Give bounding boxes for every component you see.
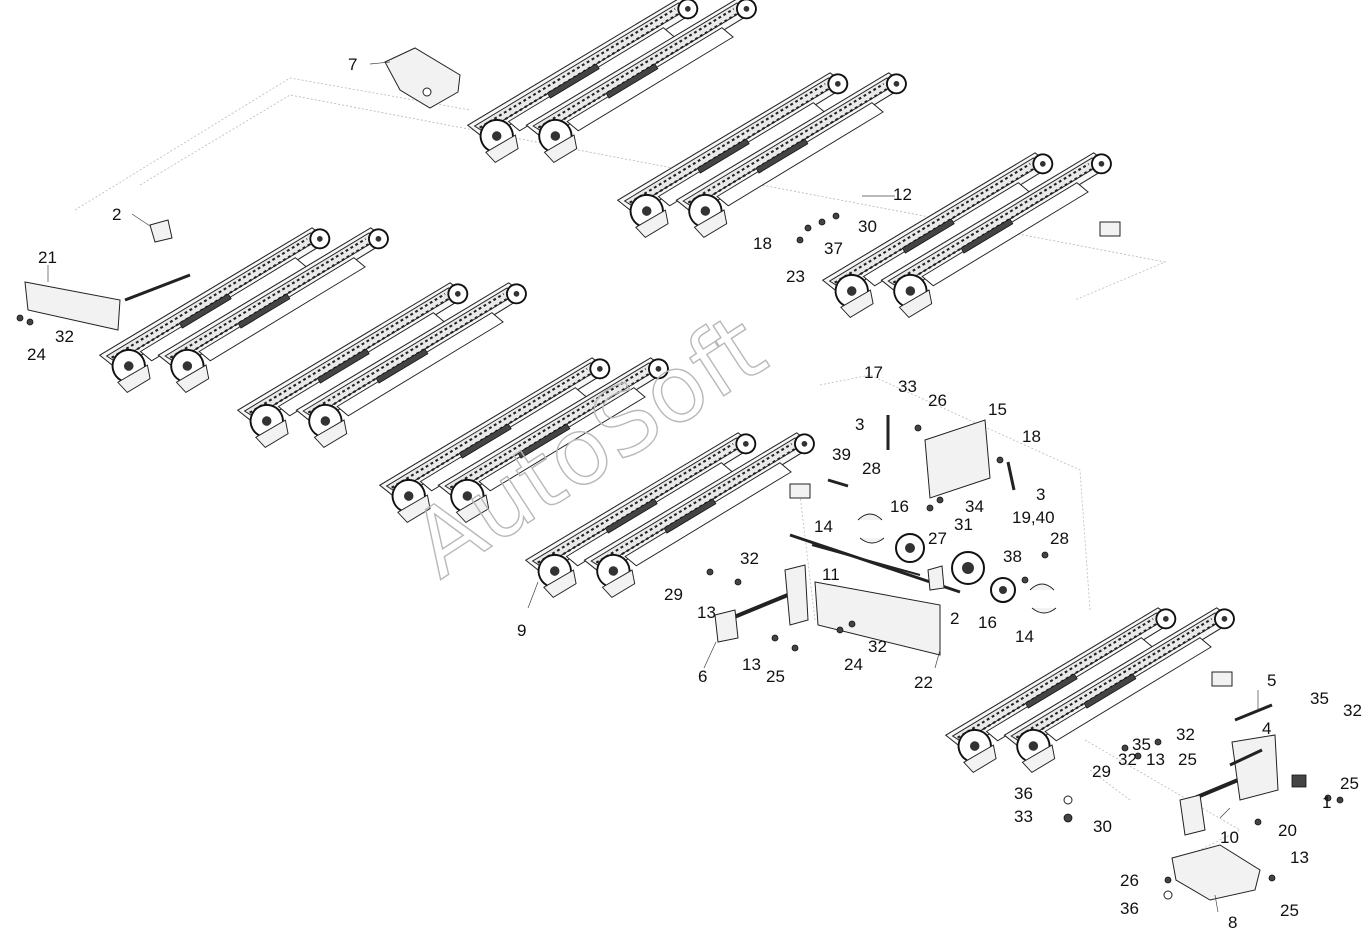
callout-label: 32 <box>868 637 887 656</box>
callout-label: 8 <box>1228 913 1237 932</box>
callout-label: 18 <box>753 234 772 253</box>
callout-label: 5 <box>1267 671 1276 690</box>
callout-label: 17 <box>864 363 883 382</box>
callout-label: 12 <box>893 185 912 204</box>
leader-lines <box>47 61 1259 913</box>
upper-row-units <box>460 0 1132 345</box>
callout-label: 27 <box>928 529 947 548</box>
loose-parts <box>16 47 1344 901</box>
callout-label: 16 <box>978 613 997 632</box>
callout-label: 35 <box>1132 735 1151 754</box>
callout-label: 29 <box>664 585 683 604</box>
callout-label: 32 <box>1176 725 1195 744</box>
callout-label: 3 <box>855 415 864 434</box>
callout-labels: 7 2 21 32 24 12 30 18 37 23 17 33 26 3 1… <box>27 55 1362 932</box>
callout-label: 7 <box>348 55 357 74</box>
callout-label: 13 <box>1290 848 1309 867</box>
callout-label: 1 <box>1322 793 1331 812</box>
callout-label: 30 <box>1093 817 1112 836</box>
callout-label: 37 <box>824 239 843 258</box>
callout-label: 28 <box>1050 529 1069 548</box>
callout-label: 26 <box>1120 871 1139 890</box>
callout-label: 35 <box>1310 689 1329 708</box>
callout-label: 13 <box>1146 750 1165 769</box>
callout-label: 38 <box>1003 547 1022 566</box>
callout-label: 4 <box>1262 719 1271 738</box>
callout-label: 22 <box>914 673 933 692</box>
callout-label: 23 <box>786 267 805 286</box>
callout-label: 31 <box>954 515 973 534</box>
callout-label: 15 <box>988 400 1007 419</box>
callout-label: 14 <box>1015 627 1034 646</box>
callout-label: 34 <box>965 497 984 516</box>
callout-label: 21 <box>38 248 57 267</box>
callout-label: 25 <box>766 667 785 686</box>
callout-label: 26 <box>928 391 947 410</box>
callout-label: 2 <box>112 205 121 224</box>
callout-label: 36 <box>1120 899 1139 918</box>
callout-label: 6 <box>698 667 707 686</box>
callout-label: 25 <box>1280 901 1299 920</box>
callout-label: 13 <box>697 603 716 622</box>
callout-label: 24 <box>27 345 46 364</box>
callout-label: 33 <box>898 377 917 396</box>
callout-label: 19,40 <box>1012 508 1055 527</box>
callout-label: 32 <box>1343 701 1362 720</box>
callout-label: 11 <box>822 565 840 584</box>
callout-label: 20 <box>1278 821 1297 840</box>
callout-label: 33 <box>1014 807 1033 826</box>
callout-label: 3 <box>1036 485 1045 504</box>
callout-label: 25 <box>1178 750 1197 769</box>
callout-label: 16 <box>890 497 909 516</box>
callout-label: 29 <box>1092 762 1111 781</box>
callout-label: 28 <box>862 459 881 478</box>
callout-label: 39 <box>832 445 851 464</box>
callout-label: 13 <box>742 655 761 674</box>
callout-label: 32 <box>740 549 759 568</box>
callout-label: 10 <box>1220 828 1239 847</box>
callout-label: 9 <box>517 621 526 640</box>
callout-label: 2 <box>950 609 959 628</box>
callout-label: 32 <box>55 327 74 346</box>
callout-label: 25 <box>1340 774 1359 793</box>
callout-label: 32 <box>1118 750 1137 769</box>
callout-label: 18 <box>1022 427 1041 446</box>
callout-label: 14 <box>814 517 833 536</box>
callout-label: 24 <box>844 655 863 674</box>
callout-label: 30 <box>858 217 877 236</box>
callout-label: 36 <box>1014 784 1033 803</box>
